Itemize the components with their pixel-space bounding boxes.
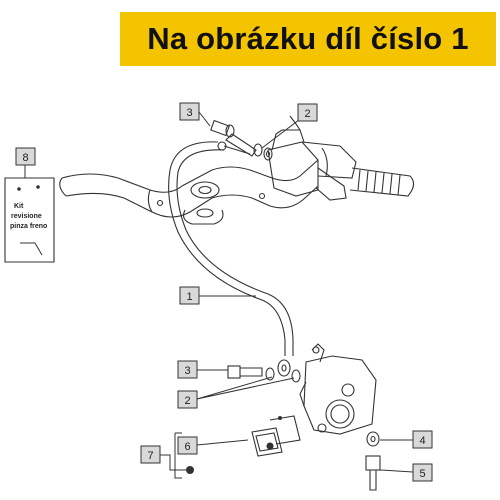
lower-washers <box>265 359 301 383</box>
callout-4: 4 <box>412 430 433 449</box>
brake-hose <box>168 141 294 356</box>
callout-label: 2 <box>184 395 190 407</box>
callout-label: 7 <box>147 450 153 462</box>
callout-label: 1 <box>186 291 192 303</box>
upper-banjo-bolt <box>210 119 257 157</box>
brake-pads <box>251 415 301 457</box>
callout-label: 4 <box>419 435 425 447</box>
kit-line-3: pinza freno <box>10 223 47 230</box>
kit-line-1: Kit <box>14 203 24 210</box>
callout-5: 5 <box>412 463 433 482</box>
callout-label: 6 <box>184 441 190 453</box>
callout-6: 6 <box>174 432 249 479</box>
brake-caliper <box>299 343 377 435</box>
kit-marker-dot <box>186 466 194 474</box>
callout-label: 3 <box>184 365 190 377</box>
callout-8: 8 <box>15 147 36 178</box>
banner-title: Na obrázku díl číslo 1 <box>147 21 469 56</box>
title-banner: Na obrázku díl číslo 1 <box>120 12 496 66</box>
caliper-bolt <box>365 455 381 491</box>
callout-label: 2 <box>304 108 310 120</box>
callout-3-bottom: 3 <box>177 360 198 379</box>
callout-3-top: 3 <box>179 102 200 121</box>
handlebar-grip <box>349 167 415 197</box>
callout-label: 3 <box>186 107 192 119</box>
callout-label: 5 <box>419 468 425 480</box>
master-cylinder <box>267 115 357 201</box>
caliper-kit-box: Kit revisione pinza freno <box>4 177 55 263</box>
leader-lines <box>160 111 414 473</box>
callout-1: 1 <box>179 286 200 305</box>
callout-7: 7 <box>140 445 161 464</box>
upper-washers <box>253 143 273 161</box>
lower-banjo-bolt <box>227 365 263 379</box>
callout-label: 8 <box>22 152 28 164</box>
callout-2-bottom: 2 <box>177 390 198 409</box>
callout-2-top: 2 <box>297 103 318 122</box>
handlebar <box>59 159 319 225</box>
kit-line-2: revisione <box>11 213 42 220</box>
caliper-washer <box>366 431 380 447</box>
